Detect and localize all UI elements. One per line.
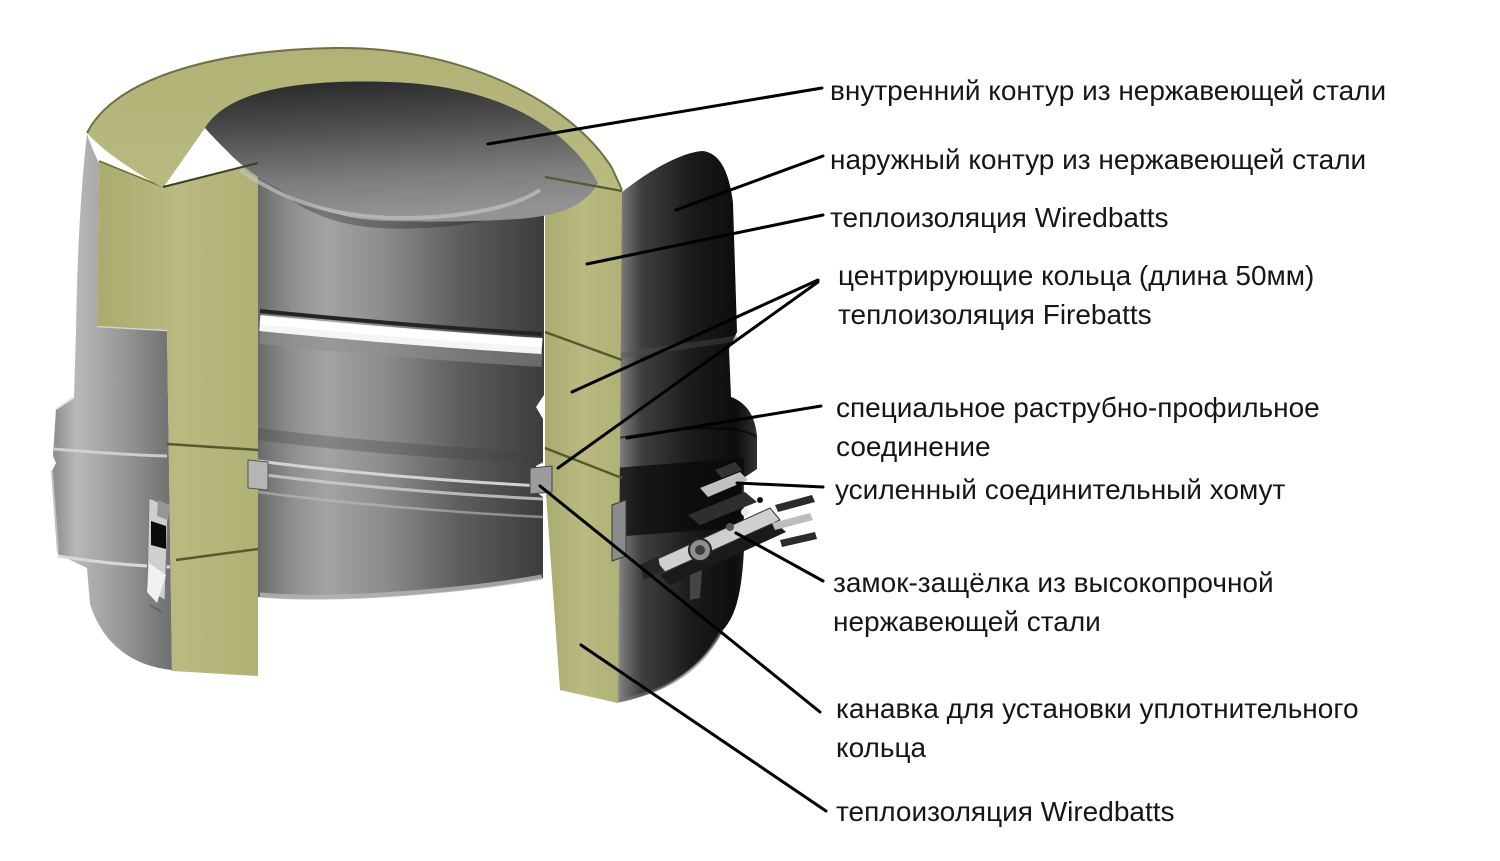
callout-centering-rings-text2: теплоизоляция Firebatts: [838, 299, 1152, 330]
inner-pipe: [254, 164, 548, 600]
callout-outer-contour-text: наружный контур из нержавеющей стали: [830, 144, 1367, 175]
leader-insulation-top: [585, 213, 825, 266]
callout-inner-contour: внутренний контур из нержавеющей стали: [830, 71, 1386, 110]
ring-cut-line-right-top: [544, 176, 623, 192]
callout-reinforced-clamp-text: усиленный соединительный хомут: [835, 474, 1286, 505]
callout-socket-profile-joint: специальное раструбно-профильное соедине…: [836, 388, 1320, 466]
insulation-cut-face-left: [97, 160, 259, 676]
callout-sealing-groove-text2: кольца: [836, 732, 927, 763]
callout-centering-rings-text1: центрирующие кольца (длина 50мм): [838, 260, 1315, 291]
callout-inner-contour-text: внутренний контур из нержавеющей стали: [830, 75, 1387, 106]
callout-insulation-wiredbatts-bottom: теплоизоляция Wiredbatts: [836, 792, 1175, 831]
callout-latch-lock: замок-защёлка из высокопрочной нержавеющ…: [833, 563, 1274, 641]
callout-insulation-bottom-text: теплоизоляция Wiredbatts: [836, 796, 1175, 827]
leader-sealing-groove: [538, 484, 822, 714]
insulation-cut-face-right: [544, 178, 627, 703]
clamp-latch: [640, 462, 817, 600]
joint-notch-right: [529, 465, 553, 495]
callout-socket-joint-text2: соединение: [836, 431, 991, 462]
outer-shell-left-surface: [52, 134, 172, 670]
leader-centering-rings-b: [556, 280, 820, 470]
callout-sealing-groove-text1: канавка для установки уплотнительного: [836, 693, 1359, 724]
callout-socket-joint-text1: специальное раструбно-профильное: [836, 392, 1320, 423]
clamp-band-left-profile: [146, 497, 170, 613]
leader-inner-contour: [486, 86, 824, 146]
callout-latch-lock-text2: нержавеющей стали: [833, 606, 1101, 637]
joint-notch-left: [247, 459, 269, 491]
callout-outer-contour: наружный контур из нержавеющей стали: [830, 140, 1366, 179]
leader-reinforced-clamp: [735, 481, 825, 489]
leader-centering-rings-a: [570, 278, 820, 394]
pipe-bore: [205, 81, 598, 222]
inner-pipe-front-surface: [258, 165, 544, 600]
callout-insulation-wiredbatts-top: теплоизоляция Wiredbatts: [830, 198, 1169, 237]
leader-socket-joint: [625, 404, 823, 440]
ring-cut-line-left: [162, 162, 259, 188]
leader-insulation-bottom: [579, 643, 828, 813]
callout-sealing-ring-groove: канавка для установки уплотнительного ко…: [836, 689, 1359, 767]
callout-centering-rings: центрирующие кольца (длина 50мм) теплоиз…: [838, 256, 1314, 334]
leader-outer-contour: [674, 154, 825, 212]
leader-lines: [486, 86, 828, 813]
pipe-profile-joint-bands: [257, 428, 544, 519]
callout-insulation-top-text: теплоизоляция Wiredbatts: [830, 202, 1169, 233]
callout-latch-lock-text1: замок-защёлка из высокопрочной: [833, 567, 1274, 598]
callout-reinforced-clamp: усиленный соединительный хомут: [835, 470, 1285, 509]
leader-latch-lock: [734, 531, 825, 583]
pipe-shiny-joint-band: [259, 309, 543, 367]
